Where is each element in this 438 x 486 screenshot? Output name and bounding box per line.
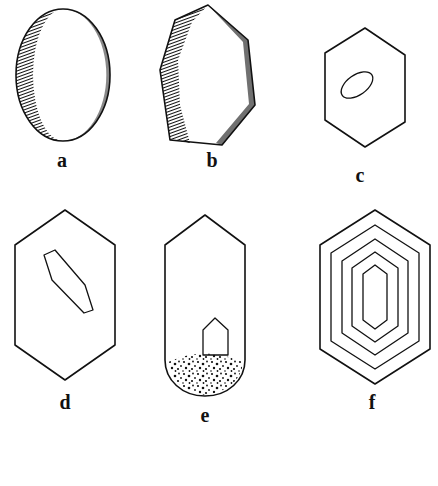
crystal-a <box>16 9 110 141</box>
figure-letter: e <box>201 405 210 425</box>
crystal-c <box>325 28 405 147</box>
figure-letter: b <box>206 150 217 170</box>
crystal-f <box>320 210 430 384</box>
crystal-e <box>165 215 245 396</box>
crystal-b <box>160 5 255 145</box>
figure-letter: c <box>356 165 365 185</box>
figure-letter: a <box>57 150 67 170</box>
figure-letter: f <box>369 392 376 412</box>
figure-letter: d <box>59 392 70 412</box>
crystal-d <box>15 210 115 380</box>
